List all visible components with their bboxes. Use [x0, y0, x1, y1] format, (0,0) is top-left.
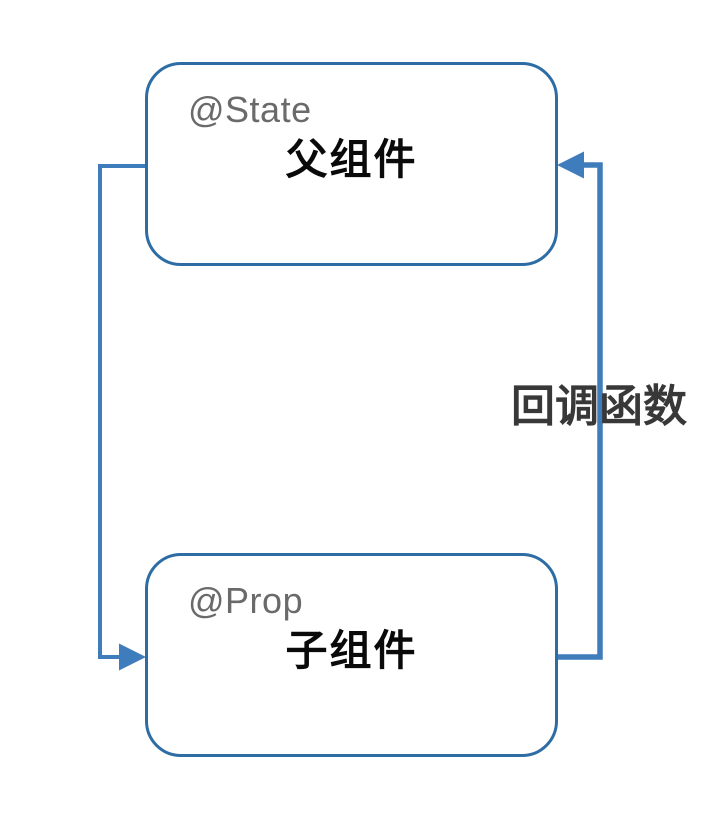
- child-component-box: @Prop 子组件: [145, 553, 558, 757]
- arrowhead-left-icon: [557, 151, 584, 179]
- child-component-label: 子组件: [285, 627, 418, 675]
- callback-function-label: 回调函数: [511, 382, 687, 431]
- parent-component-label: 父组件: [285, 136, 418, 184]
- state-decorator-label: @State: [188, 89, 312, 130]
- prop-decorator-label: @Prop: [188, 580, 304, 621]
- parent-component-box: @State 父组件: [145, 62, 558, 266]
- arrowhead-right-icon: [119, 643, 146, 671]
- callback-flow-arrow: [557, 151, 603, 660]
- prop-flow-arrow: [98, 164, 146, 671]
